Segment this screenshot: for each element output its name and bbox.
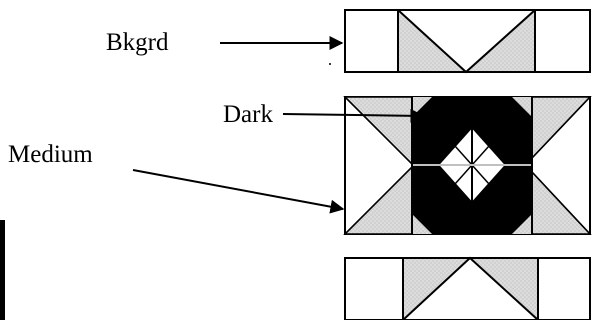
label-medium: Medium [8, 141, 93, 168]
bottom-strip [344, 256, 591, 320]
left-diagonal-b [344, 166, 413, 235]
dark-ring-corner-bl [412, 214, 432, 234]
top-strip-white-triangle [395, 9, 538, 74]
right-diagonal-a [531, 96, 591, 159]
dark-ring-corner-tr [512, 97, 532, 117]
speck [329, 63, 331, 65]
scan-edge-mark [0, 220, 5, 320]
label-bkgrd: Bkgrd [106, 29, 169, 56]
label-dark: Dark [223, 101, 273, 128]
bottom-strip-white-triangle [401, 256, 540, 320]
middle-strip [343, 96, 592, 235]
right-diagonal-b [531, 171, 591, 235]
left-diagonal-a [344, 96, 413, 165]
dark-ring-corner-br [512, 214, 532, 234]
arrow-medium [132, 169, 345, 214]
arrow-dark [282, 108, 425, 123]
top-strip [329, 9, 591, 74]
